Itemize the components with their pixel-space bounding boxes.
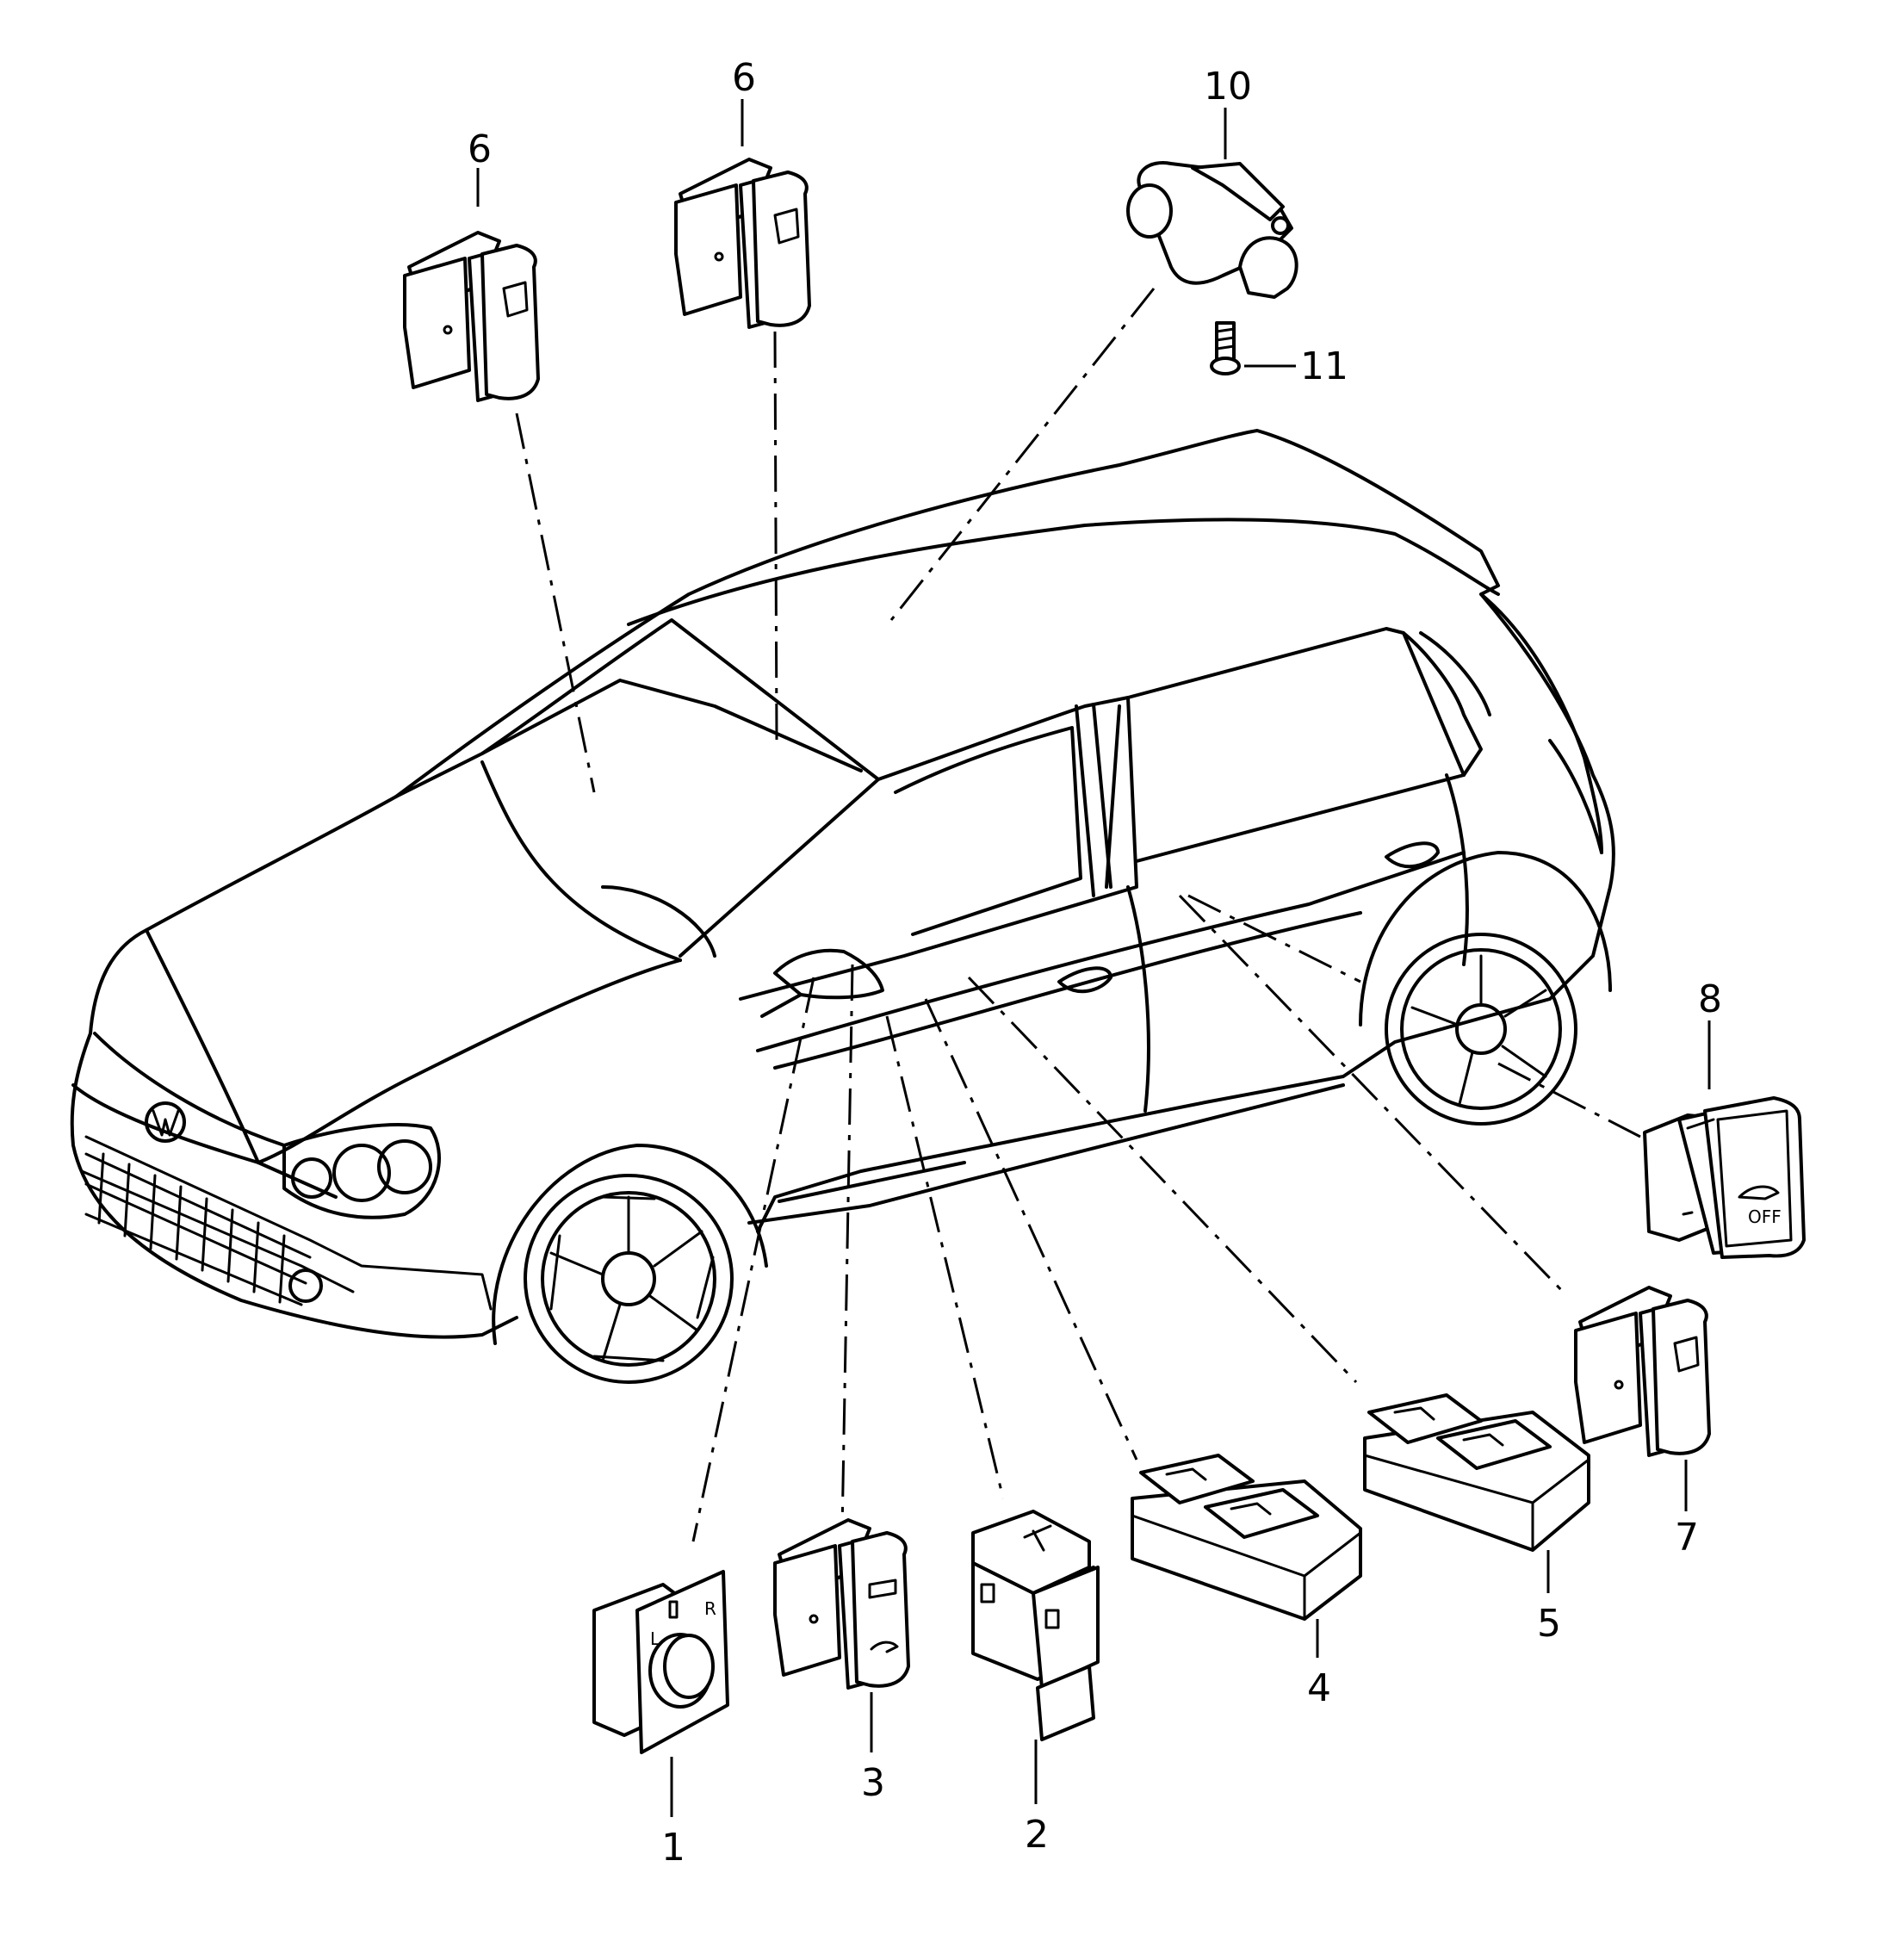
mirror-switch-1: L R — [592, 1570, 729, 1754]
sensor-10 — [1126, 161, 1298, 299]
callout-numbers: 6 6 10 11 8 7 5 4 2 3 1 — [468, 56, 1722, 1870]
callout-7: 7 — [1675, 1516, 1699, 1560]
callout-2: 2 — [1025, 1813, 1049, 1857]
callout-6a: 6 — [468, 127, 492, 171]
window-switch-6b — [674, 158, 811, 329]
mirror-left-label: L — [650, 1628, 660, 1649]
window-switch-7 — [1574, 1286, 1711, 1457]
rear-wheel — [1359, 851, 1612, 1126]
front-wheel — [492, 1144, 768, 1384]
switch-2 — [971, 1510, 1100, 1741]
callout-11: 11 — [1300, 344, 1348, 388]
grille-mesh — [84, 1152, 312, 1306]
callout-4: 4 — [1307, 1666, 1331, 1710]
callout-3: 3 — [861, 1761, 885, 1805]
callout-ticks — [476, 99, 1711, 1817]
vw-logo-icon — [145, 1101, 186, 1143]
window-switch-4 — [1131, 1454, 1362, 1621]
callout-5: 5 — [1537, 1602, 1561, 1646]
callout-1: 1 — [661, 1826, 685, 1870]
screw-11 — [1210, 321, 1296, 375]
callout-6b: 6 — [732, 56, 756, 100]
esp-off-switch-8: OFF — [1643, 1096, 1806, 1259]
callout-8: 8 — [1698, 977, 1722, 1021]
window-switch-5 — [1363, 1393, 1590, 1552]
leader-lines — [515, 288, 1641, 1542]
switch-3 — [773, 1518, 910, 1690]
window-switch-6a — [403, 231, 540, 402]
mirror-right-label: R — [704, 1598, 716, 1619]
callout-10: 10 — [1204, 65, 1252, 109]
esp-off-label: OFF — [1748, 1206, 1782, 1227]
car-illustration — [70, 429, 1615, 1384]
